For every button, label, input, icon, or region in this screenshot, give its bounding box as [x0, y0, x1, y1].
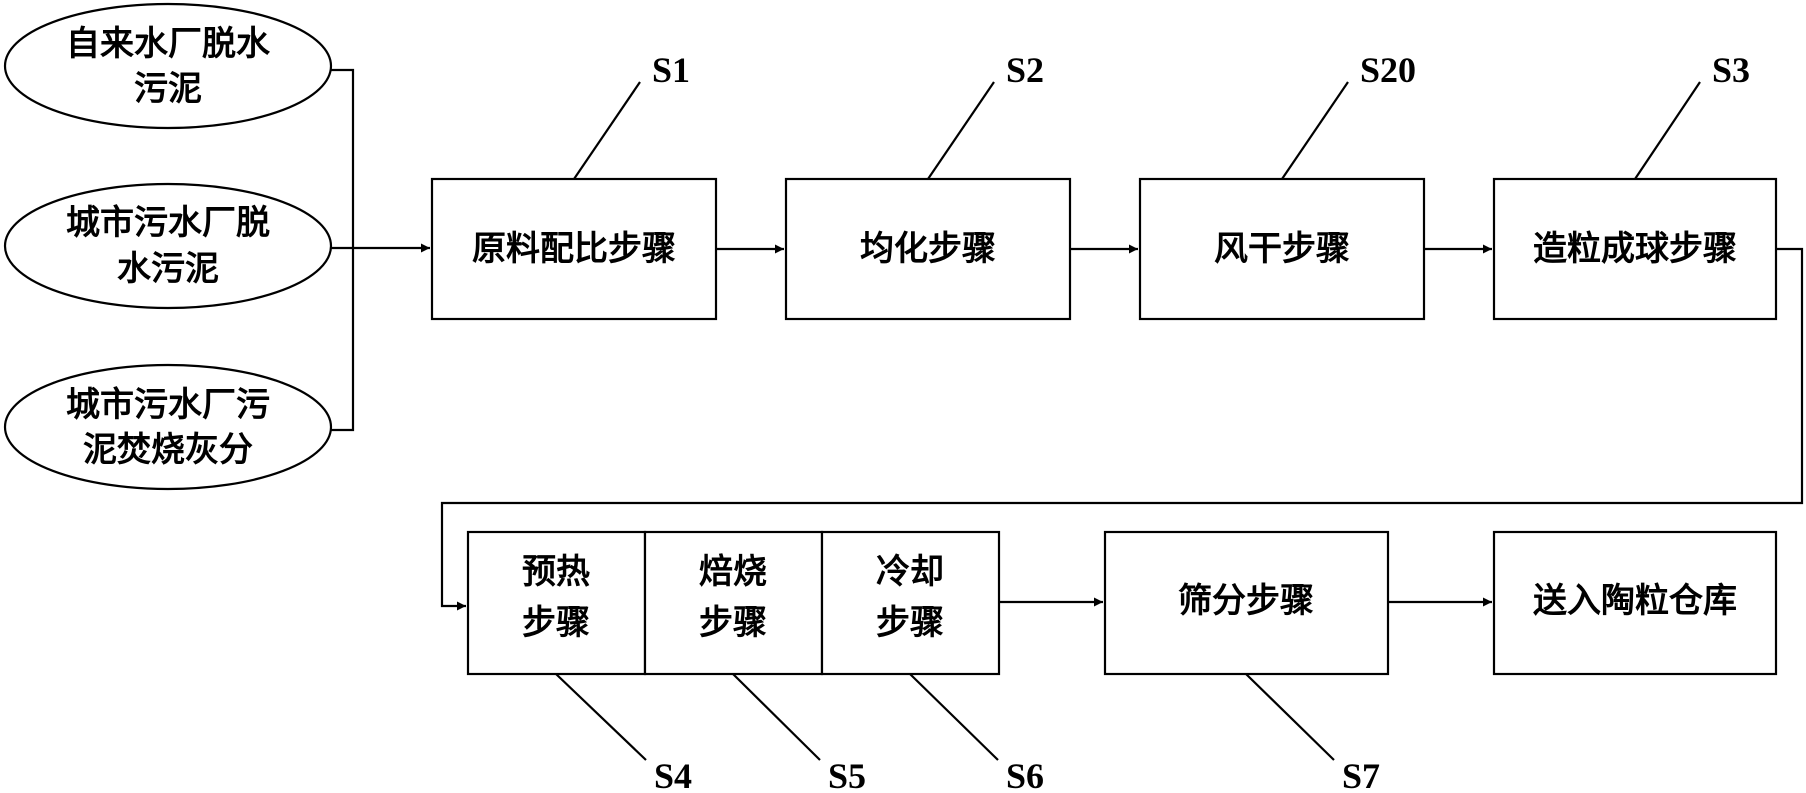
- input-label-line2: 污泥: [134, 69, 202, 109]
- input-label-line1: 城市污水厂脱: [66, 203, 270, 243]
- step-code-label: S5: [828, 756, 866, 793]
- step-box-s3: 造粒成球步骤: [1492, 177, 1778, 321]
- leader-s4: S4: [555, 673, 692, 793]
- step-box-s7: 筛分步骤: [1103, 530, 1390, 676]
- step-label: 送入陶粒仓库: [1533, 581, 1737, 621]
- step-code-label: S3: [1712, 50, 1750, 90]
- step-label-line2: 步骤: [876, 603, 944, 643]
- leader-s5: S5: [732, 673, 866, 793]
- step-code-label: S7: [1342, 756, 1380, 793]
- step-box-s6: 冷却 步骤: [820, 530, 1001, 676]
- input-node-incineration-ash: 城市污水厂污 泥焚烧灰分: [3, 363, 333, 491]
- step-label-line1: 预热: [522, 552, 590, 592]
- step-label-line2: 步骤: [699, 603, 767, 643]
- step-code-label: S4: [654, 756, 692, 793]
- step-label: 造粒成球步骤: [1533, 229, 1737, 269]
- leader-s6: S6: [909, 673, 1044, 793]
- input-label-line2: 泥焚烧灰分: [83, 430, 253, 470]
- leader-s2: S2: [927, 50, 1044, 180]
- step-code-label: S1: [652, 50, 690, 90]
- step-label: 均化步骤: [860, 229, 996, 269]
- input-node-sewage-plant-sludge: 城市污水厂脱 水污泥: [3, 182, 333, 310]
- step-code-label: S2: [1006, 50, 1044, 90]
- input-node-waterworks-sludge: 自来水厂脱水 污泥: [3, 2, 333, 130]
- step-label-line1: 焙烧: [699, 552, 767, 592]
- step-box-s1: 原料配比步骤: [430, 177, 718, 321]
- step-box-s2: 均化步骤: [784, 177, 1072, 321]
- step-label-line1: 冷却: [876, 552, 944, 592]
- leader-s20: S20: [1281, 50, 1416, 180]
- step-box-s5: 焙烧 步骤: [643, 530, 824, 676]
- end-box-warehouse: 送入陶粒仓库: [1492, 530, 1778, 676]
- step-label-line2: 步骤: [522, 603, 590, 643]
- input-merge-connector: [331, 68, 430, 432]
- input-label-line1: 城市污水厂污: [66, 385, 270, 425]
- step-box-s4: 预热 步骤: [466, 530, 647, 676]
- step-box-s20: 风干步骤: [1138, 177, 1426, 321]
- step-code-label: S20: [1360, 50, 1416, 90]
- arrow-s3-s4-wrap: [440, 247, 1804, 611]
- step-label: 风干步骤: [1214, 229, 1350, 269]
- input-label-line2: 水污泥: [117, 249, 219, 289]
- leader-s7: S7: [1245, 673, 1380, 793]
- step-code-label: S6: [1006, 756, 1044, 793]
- input-label-line1: 自来水厂脱水: [66, 24, 271, 64]
- step-label: 筛分步骤: [1178, 581, 1314, 621]
- leader-s1: S1: [573, 50, 690, 180]
- step-label: 原料配比步骤: [472, 229, 676, 269]
- leader-s3: S3: [1634, 50, 1750, 180]
